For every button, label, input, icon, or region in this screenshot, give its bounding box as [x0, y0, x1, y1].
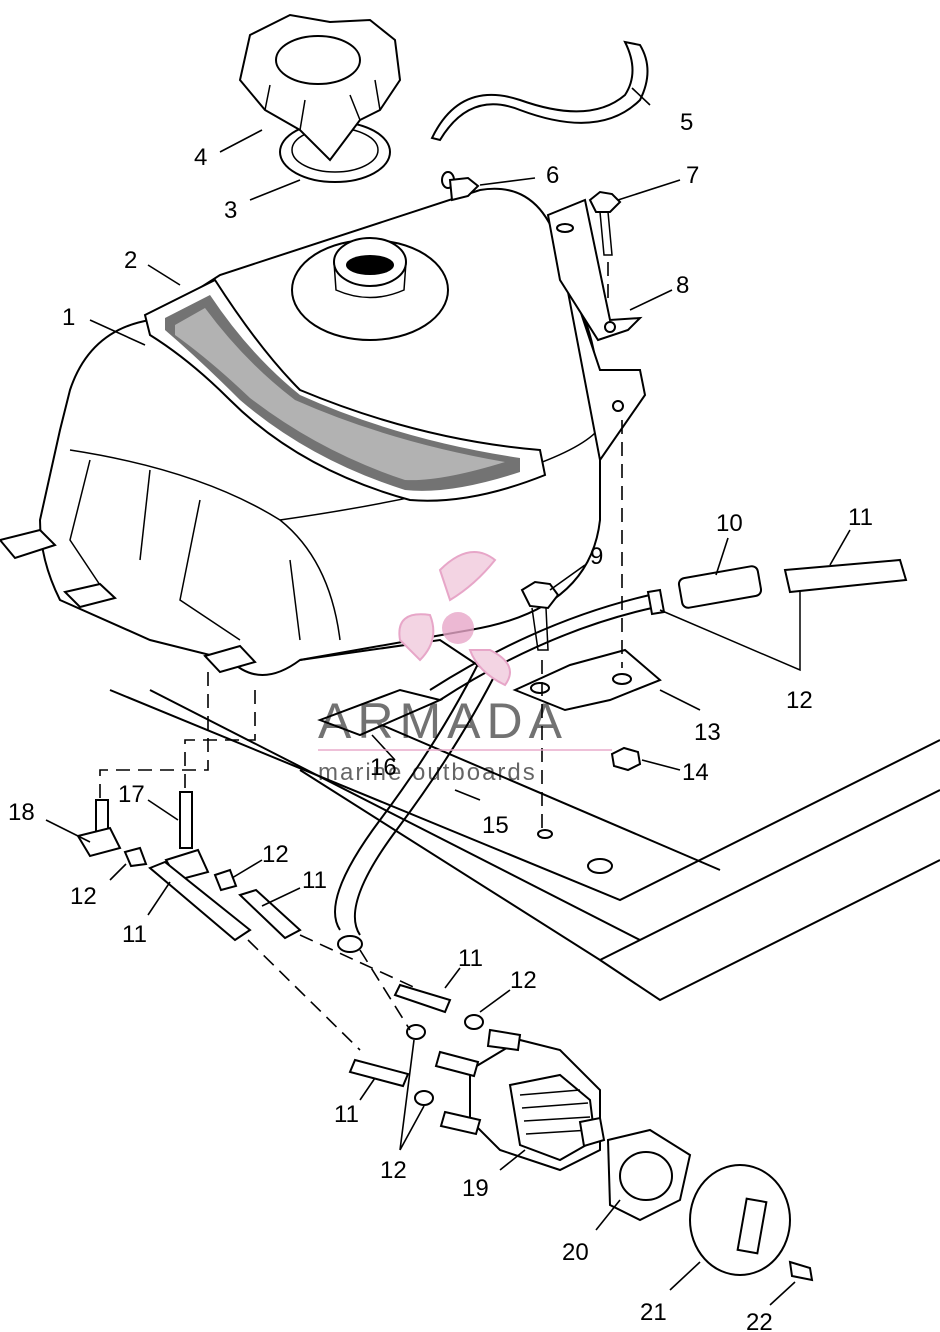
tank-mount-hole	[612, 400, 624, 412]
callout-20: 20	[562, 1239, 589, 1266]
callout-11-left: 11	[122, 921, 147, 948]
tank-pad	[317, 659, 501, 953]
bolt-9-head	[520, 580, 560, 610]
callout-11-filter: 11	[848, 504, 873, 531]
callout-9: 9	[590, 543, 603, 570]
fuel-cap-top	[275, 35, 361, 85]
fitting-18	[76, 826, 122, 858]
screw-22	[788, 1260, 814, 1282]
tank-foot-left	[0, 528, 57, 560]
callout-12-filter: 12	[786, 687, 813, 714]
callout-6: 6	[546, 162, 559, 189]
callout-labels: 1 2 3 4 5 6 7 8 9 10 11 12 13 14 15 16 1…	[8, 109, 873, 1332]
callout-12-bottom: 12	[380, 1157, 407, 1184]
callout-5: 5	[680, 109, 693, 136]
mount-plate-hardware	[512, 420, 662, 830]
callout-11-bottom: 11	[334, 1101, 359, 1128]
callout-8: 8	[676, 272, 689, 299]
vent-hose	[430, 40, 649, 202]
frame-hole-small	[537, 829, 553, 839]
hose-11-d	[348, 1058, 410, 1088]
callout-13: 13	[694, 719, 721, 746]
callout-17: 17	[118, 781, 145, 808]
callout-14: 14	[682, 759, 709, 786]
watermark: ARMADA marine outboards	[318, 551, 612, 786]
watermark-logo-icon	[398, 551, 511, 687]
callout-16: 16	[370, 754, 397, 781]
callout-21: 21	[640, 1299, 667, 1326]
fuel-valve-assembly	[434, 1028, 814, 1282]
clamp-12-c	[414, 1090, 434, 1106]
valve-hoses	[348, 949, 484, 1106]
frame-hole	[587, 858, 613, 874]
callout-15: 15	[482, 812, 509, 839]
callout-3: 3	[224, 197, 237, 224]
mount-bracket	[546, 190, 643, 342]
watermark-tagline: marine outboards	[318, 759, 537, 786]
callout-12-right: 12	[510, 967, 537, 994]
callout-10: 10	[716, 510, 743, 537]
hose-11-top	[783, 558, 908, 594]
clamp-12-b	[406, 1024, 426, 1040]
nut-14	[610, 746, 642, 772]
tank-foot-mid	[63, 582, 118, 609]
frame-rails	[109, 689, 940, 1002]
tee-fittings	[76, 672, 421, 1051]
mount-plate	[512, 648, 662, 712]
leader-lines	[45, 87, 851, 1306]
tank-strap	[143, 278, 547, 502]
fitting-17-stem	[179, 791, 193, 849]
fitting-18-stem	[95, 799, 109, 833]
callout-7: 7	[686, 162, 699, 189]
callout-11-right: 11	[458, 945, 483, 972]
hose-11-a	[148, 860, 252, 942]
filler-opening	[346, 255, 394, 275]
clamp-12-a	[464, 1014, 484, 1030]
callout-19: 19	[462, 1175, 489, 1202]
fuel-cap-assembly	[238, 13, 402, 183]
fuel-filter-line	[429, 558, 908, 701]
tank-foot-front	[203, 644, 257, 674]
valve-knob-21	[689, 1164, 791, 1276]
callout-18: 18	[8, 799, 35, 826]
callout-11-mid: 11	[302, 867, 327, 894]
callout-12-mid: 12	[262, 841, 289, 868]
callout-12-left: 12	[70, 883, 97, 910]
watermark-brand: ARMADA	[318, 693, 568, 749]
hose-11-b	[238, 888, 302, 940]
callout-4: 4	[194, 144, 207, 171]
bolt-7-head	[588, 190, 622, 213]
hose-11-c	[393, 983, 452, 1014]
callout-1: 1	[62, 304, 75, 331]
fuel-filter	[677, 565, 763, 609]
callout-2: 2	[124, 247, 137, 274]
callout-22: 22	[746, 1309, 773, 1332]
